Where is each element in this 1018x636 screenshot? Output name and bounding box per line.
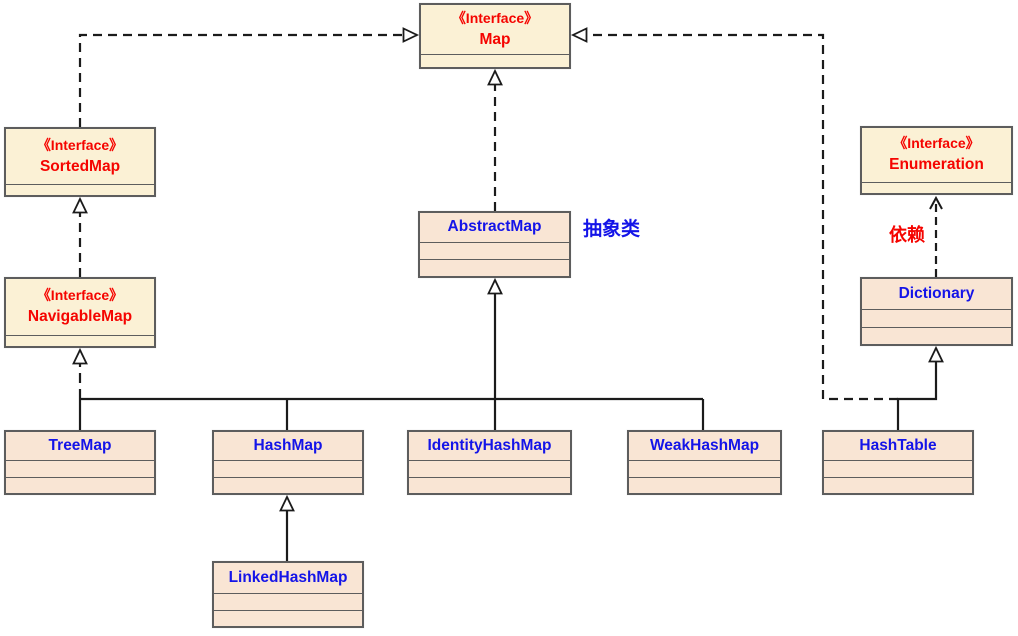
node-name: Enumeration bbox=[889, 156, 984, 174]
uml-node-abstractmap: AbstractMap bbox=[418, 211, 571, 278]
node-name: HashMap bbox=[253, 436, 323, 454]
node-name: SortedMap bbox=[39, 157, 121, 175]
node-name: TreeMap bbox=[48, 436, 112, 454]
node-title: 《Interface》 SortedMap bbox=[6, 129, 154, 184]
node-name: IdentityHashMap bbox=[427, 436, 552, 454]
dependency-annotation: 依赖 bbox=[889, 225, 925, 245]
stereotype-label: 《Interface》 bbox=[36, 287, 124, 304]
uml-node-hashmap: HashMap bbox=[212, 430, 364, 495]
edge-hashtable-dictionary bbox=[896, 345, 944, 430]
uml-node-linkedhashmap: LinkedHashMap bbox=[212, 561, 364, 628]
uml-node-map: 《Interface》 Map bbox=[419, 3, 571, 69]
edge-sortedmap-map bbox=[78, 27, 420, 127]
uml-node-hashtable: HashTable bbox=[822, 430, 974, 495]
node-compartment bbox=[214, 593, 362, 610]
node-compartment bbox=[6, 184, 154, 195]
node-title: TreeMap bbox=[6, 432, 154, 460]
node-title: LinkedHashMap bbox=[214, 563, 362, 593]
node-compartment bbox=[862, 326, 1011, 345]
node-compartment bbox=[824, 476, 972, 494]
uml-node-dictionary: Dictionary bbox=[860, 277, 1013, 346]
node-name: LinkedHashMap bbox=[228, 568, 348, 586]
node-compartment bbox=[214, 609, 362, 627]
node-name: WeakHashMap bbox=[649, 436, 760, 454]
node-compartment bbox=[409, 476, 570, 494]
node-name: Map bbox=[479, 30, 511, 48]
uml-node-sortedmap: 《Interface》 SortedMap bbox=[4, 127, 156, 197]
node-compartment bbox=[421, 54, 569, 67]
node-title: IdentityHashMap bbox=[409, 432, 570, 460]
node-title: WeakHashMap bbox=[629, 432, 780, 460]
node-compartment bbox=[409, 460, 570, 477]
node-compartment bbox=[629, 476, 780, 494]
node-title: HashMap bbox=[214, 432, 362, 460]
abstract-class-annotation: 抽象类 bbox=[583, 219, 641, 240]
uml-node-navigablemap: 《Interface》 NavigableMap bbox=[4, 277, 156, 348]
node-title: AbstractMap bbox=[420, 213, 569, 242]
node-compartment bbox=[420, 242, 569, 259]
stereotype-label: 《Interface》 bbox=[893, 135, 980, 152]
stereotype-label: 《Interface》 bbox=[36, 136, 124, 153]
node-compartment bbox=[6, 460, 154, 477]
node-title: Dictionary bbox=[862, 279, 1011, 309]
node-name: Dictionary bbox=[898, 284, 975, 302]
uml-node-weakhashmap: WeakHashMap bbox=[627, 430, 782, 495]
uml-node-identityhashmap: IdentityHashMap bbox=[407, 430, 572, 495]
node-compartment bbox=[824, 460, 972, 477]
node-compartment bbox=[420, 259, 569, 276]
node-compartment bbox=[6, 476, 154, 494]
node-compartment bbox=[214, 460, 362, 477]
node-compartment bbox=[214, 476, 362, 494]
node-title: 《Interface》 NavigableMap bbox=[6, 279, 154, 335]
uml-node-enumeration: 《Interface》 Enumeration bbox=[860, 126, 1013, 195]
edge-hashtable-map bbox=[570, 27, 898, 401]
node-title: HashTable bbox=[824, 432, 972, 460]
node-name: NavigableMap bbox=[27, 308, 133, 326]
node-title: 《Interface》 Enumeration bbox=[862, 128, 1011, 182]
stereotype-label: 《Interface》 bbox=[451, 9, 539, 26]
uml-node-treemap: TreeMap bbox=[4, 430, 156, 495]
node-compartment bbox=[629, 460, 780, 477]
node-compartment bbox=[6, 335, 154, 346]
node-name: AbstractMap bbox=[447, 218, 542, 236]
node-compartment bbox=[862, 309, 1011, 327]
node-name: HashTable bbox=[859, 436, 937, 454]
node-compartment bbox=[862, 182, 1011, 193]
node-title: 《Interface》 Map bbox=[421, 5, 569, 54]
